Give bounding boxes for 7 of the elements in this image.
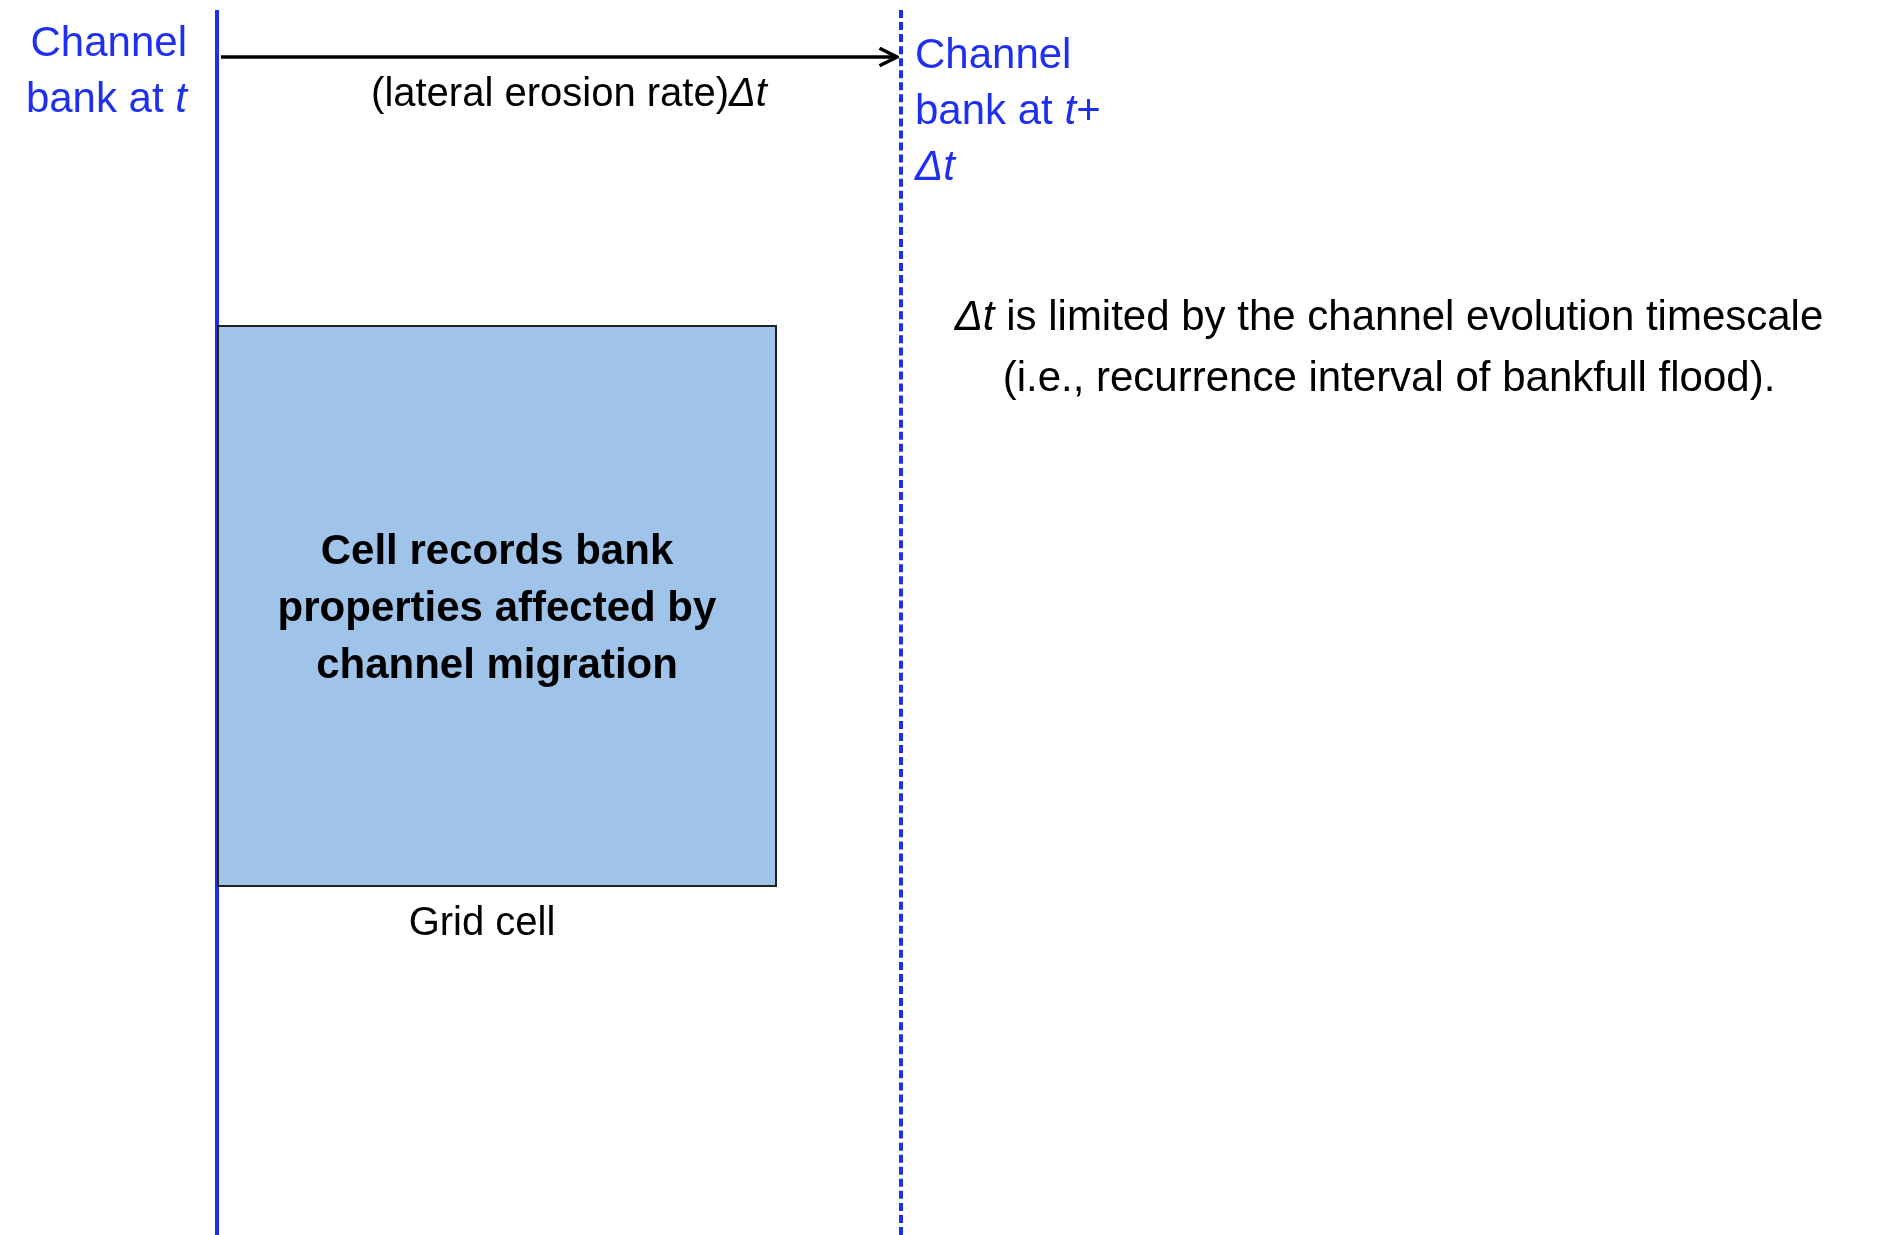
bank-label: Channel bank at t	[24, 17, 187, 123]
cell-caption: Grid cell	[407, 899, 557, 944]
bank-label: Channel bank at t+ Δt	[915, 29, 1102, 191]
arrow	[221, 46, 899, 68]
grid-cell-box	[217, 325, 777, 887]
note-text: Δt is limited by the channel evolution timescale (i.e., recurrence interval of bankfull flood).	[953, 291, 1825, 402]
cell-text: Cell records bank properties affected by channel migration	[276, 524, 718, 689]
